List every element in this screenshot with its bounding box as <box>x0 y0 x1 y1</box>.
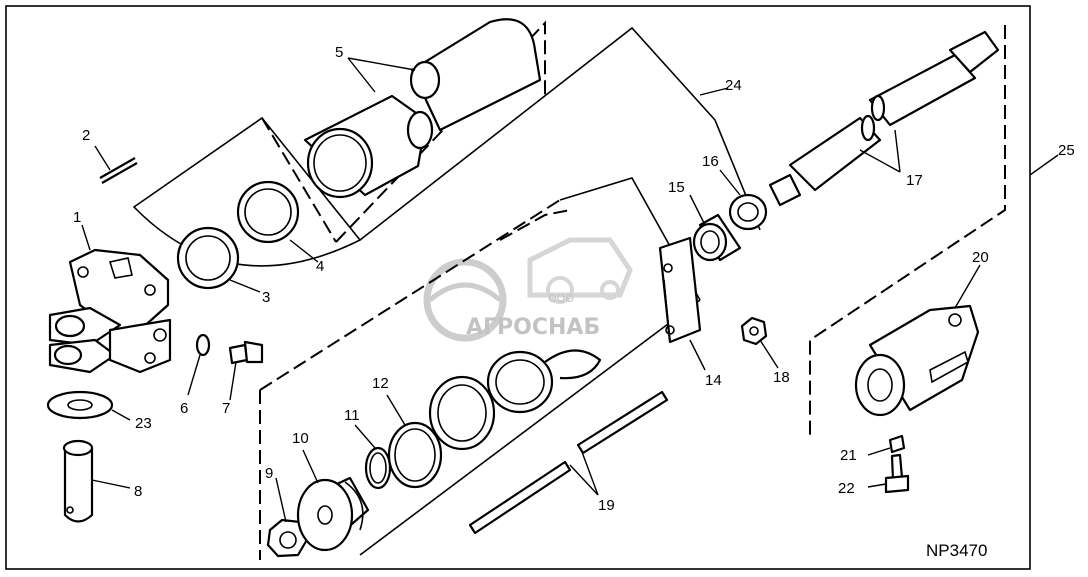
callout-9: 9 <box>265 465 273 482</box>
clevis-pin-part <box>62 439 94 523</box>
group-24-outline <box>359 26 761 241</box>
seal-ring-part <box>176 226 240 290</box>
callout-20: 20 <box>972 249 989 266</box>
diagram-code: NP3470 <box>926 541 987 560</box>
lock-washer-part <box>888 434 906 454</box>
watermark-brand-text: АГРОСНАБ <box>466 315 600 340</box>
callout-3: 3 <box>262 289 270 306</box>
callout-22: 22 <box>838 480 855 497</box>
o-ring-part <box>236 180 300 244</box>
callout-8: 8 <box>134 483 142 500</box>
piston-ring-part <box>486 350 554 414</box>
callout-10: 10 <box>292 430 309 447</box>
cap-screw-part <box>884 453 910 494</box>
callout-14: 14 <box>705 372 722 389</box>
small-o-ring-part <box>195 333 211 357</box>
washer-part <box>46 390 114 420</box>
watermark-small-text: ООО <box>548 292 574 305</box>
callout-11: 11 <box>344 407 360 424</box>
leader-lines <box>81 57 1059 523</box>
watermark-logo: ООО АГРОСНАБ <box>423 237 633 342</box>
piston-rod-part <box>768 30 1000 207</box>
callout-5: 5 <box>335 44 343 61</box>
group-25-outline <box>809 25 1006 440</box>
callout-12: 12 <box>372 375 389 392</box>
diagram-frame <box>5 5 1031 570</box>
callout-18: 18 <box>773 369 790 386</box>
clevis-base-part <box>48 248 172 374</box>
fitting-part <box>228 340 264 365</box>
gland-plate-part <box>658 236 702 344</box>
callout-1: 1 <box>73 209 81 226</box>
callout-4: 4 <box>316 258 324 275</box>
hex-nut-part <box>740 316 768 346</box>
callout-19: 19 <box>598 497 615 514</box>
piston-part <box>296 476 370 552</box>
callout-7: 7 <box>222 400 230 417</box>
bushing-part <box>692 213 742 262</box>
rod-end-clevis-part <box>854 304 980 417</box>
wear-ring-part <box>428 375 496 451</box>
callout-16: 16 <box>702 153 719 170</box>
tie-rod-part <box>468 390 669 535</box>
callout-25: 25 <box>1058 142 1075 159</box>
callout-labels: 5 2 1 3 4 6 7 23 8 9 10 11 12 24 15 16 1… <box>73 44 1075 514</box>
callout-6: 6 <box>180 400 188 417</box>
seal-kit-box <box>132 116 362 267</box>
wiper-part <box>728 193 768 231</box>
callout-2: 2 <box>82 127 90 144</box>
callout-21: 21 <box>840 447 857 464</box>
callout-15: 15 <box>668 179 685 196</box>
cylinder-barrel-part <box>303 18 542 199</box>
cotter-pin-part <box>99 157 138 184</box>
callout-24: 24 <box>725 77 742 94</box>
callout-17: 17 <box>906 172 923 189</box>
piston-seal-part <box>387 421 443 489</box>
callout-23: 23 <box>135 415 152 432</box>
